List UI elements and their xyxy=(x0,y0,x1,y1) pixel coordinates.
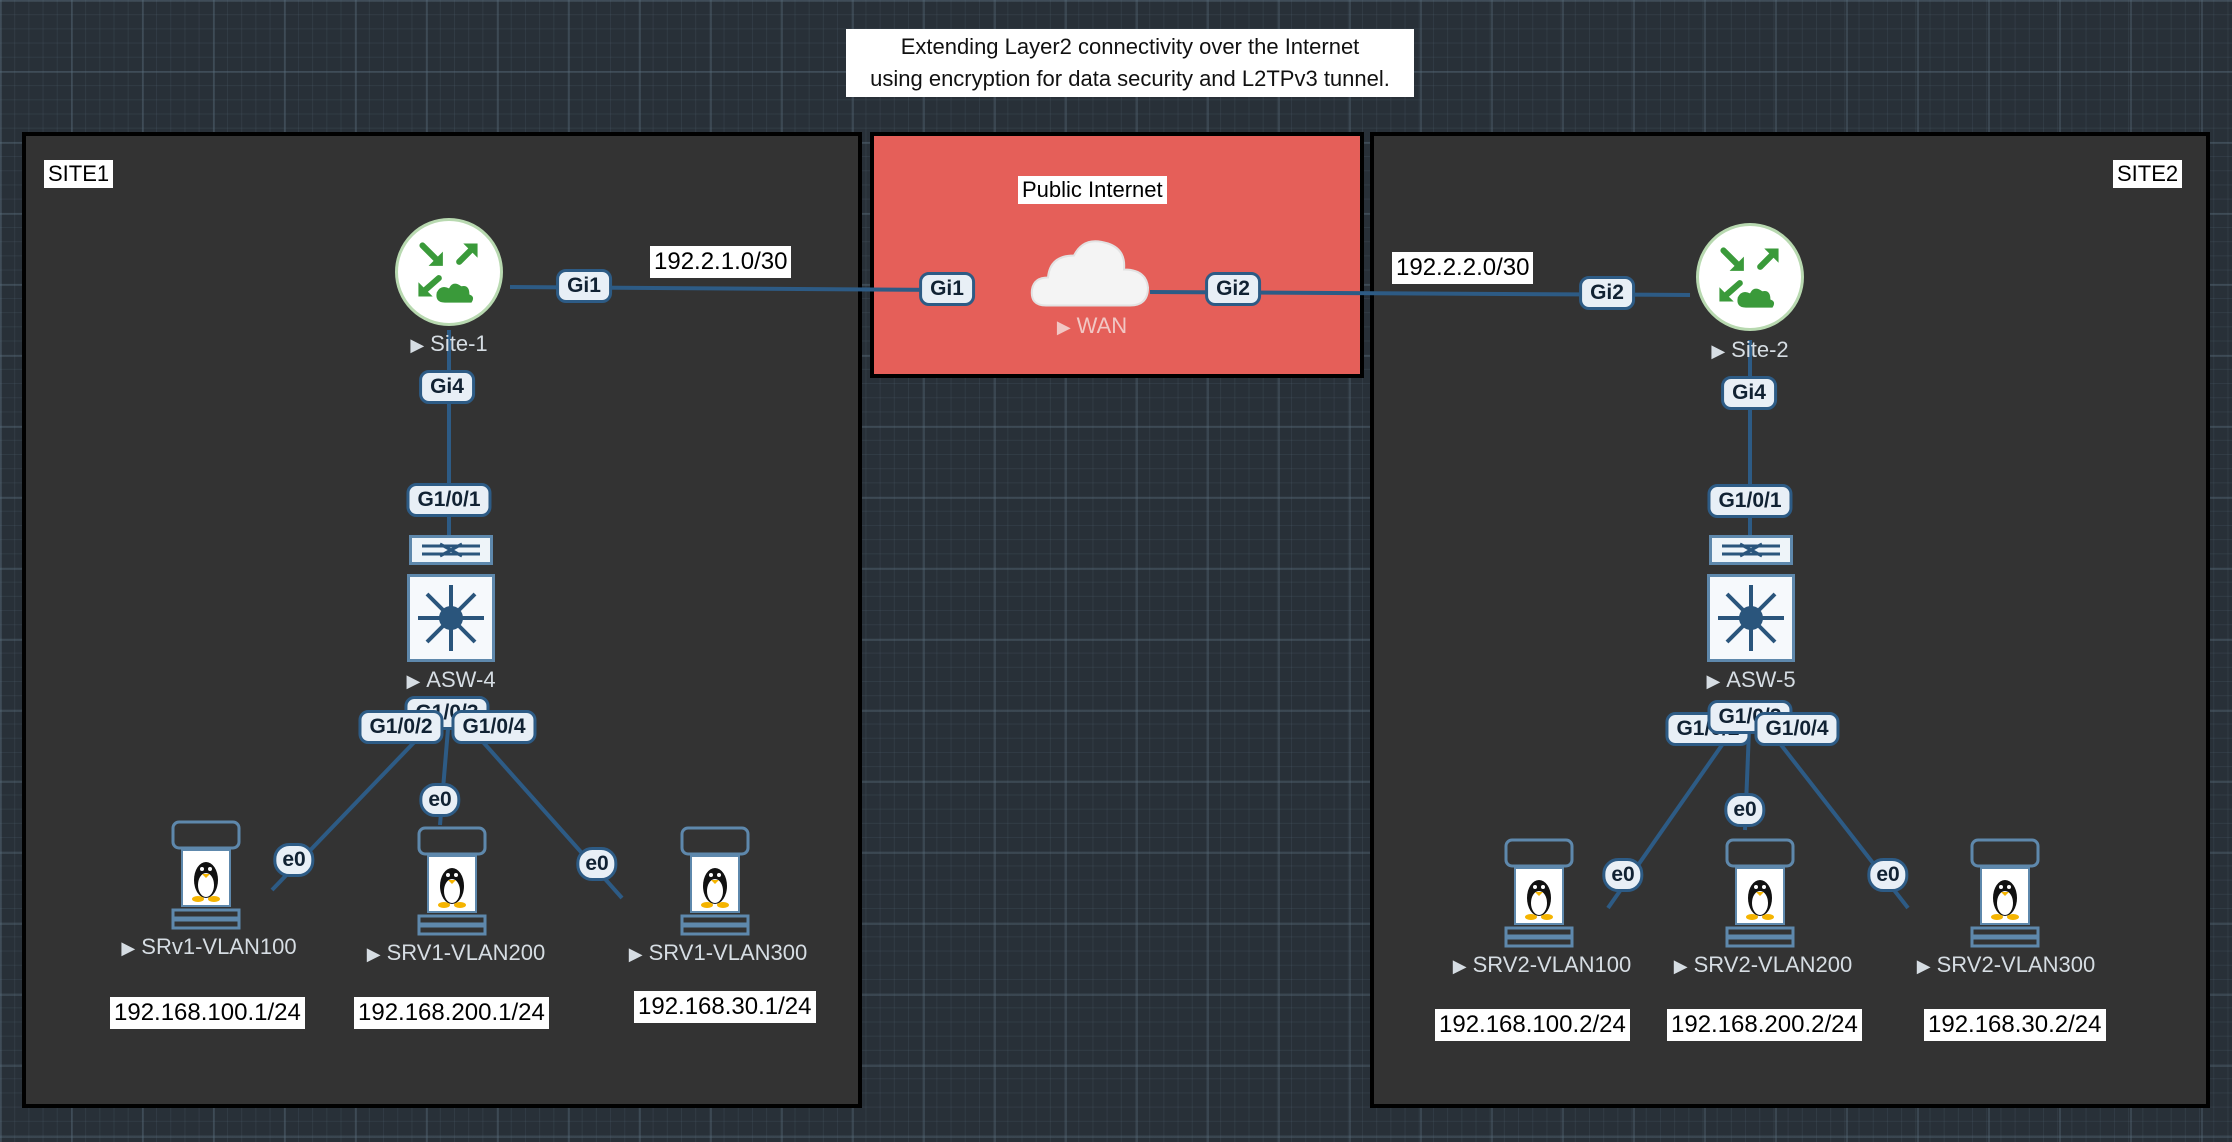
srv2-vlan300-server[interactable] xyxy=(1969,838,2041,950)
wan-cloud[interactable] xyxy=(1028,236,1152,317)
port-srv1-vlan200-e0[interactable]: e0 xyxy=(419,783,461,817)
srv2-vlan200-server[interactable] xyxy=(1724,838,1796,950)
linux-server-icon xyxy=(171,820,241,930)
port-srv2-vlan100-e0[interactable]: e0 xyxy=(1602,858,1644,892)
port-asw5-g1-0-4[interactable]: G1/0/4 xyxy=(1754,712,1840,746)
site1-label: SITE1 xyxy=(44,160,114,188)
srv1-vlan100-ip: 192.168.100.1/24 xyxy=(110,997,305,1029)
asw5-stack-icon xyxy=(1709,535,1793,565)
port-site1-gi4[interactable]: Gi4 xyxy=(419,370,475,404)
port-asw4-g1-0-1[interactable]: G1/0/1 xyxy=(406,483,492,517)
srv1-vlan200-label: ▶SRV1-VLAN200 xyxy=(366,940,546,965)
srv1-vlan300-ip: 192.168.30.1/24 xyxy=(634,991,816,1023)
srv2-vlan100-label: ▶SRV2-VLAN100 xyxy=(1452,952,1632,977)
srv2-vlan100-server[interactable] xyxy=(1503,838,1575,950)
cloud-icon xyxy=(1030,240,1150,307)
port-asw5-g1-0-1[interactable]: G1/0/1 xyxy=(1707,484,1793,518)
diagram-title: Extending Layer2 connectivity over the I… xyxy=(846,29,1414,97)
site2-wan-subnet: 192.2.2.0/30 xyxy=(1392,252,1534,284)
site2-label: SITE2 xyxy=(2113,160,2183,188)
port-asw4-g1-0-2[interactable]: G1/0/2 xyxy=(358,710,444,744)
port-wan-gi1[interactable]: Gi1 xyxy=(919,272,975,306)
port-srv1-vlan300-e0[interactable]: e0 xyxy=(576,847,618,881)
asw4-stack-icon xyxy=(409,535,493,565)
port-wan-gi2[interactable]: Gi2 xyxy=(1205,272,1261,306)
asw4-label: ▶ASW-4 xyxy=(406,667,496,692)
srv1-vlan100-server[interactable] xyxy=(170,820,242,932)
srv1-vlan300-label: ▶SRV1-VLAN300 xyxy=(628,940,808,965)
linux-server-icon xyxy=(1725,838,1795,948)
srv1-vlan300-server[interactable] xyxy=(679,826,751,938)
srv2-vlan300-ip: 192.168.30.2/24 xyxy=(1924,1009,2106,1041)
linux-server-icon xyxy=(1970,838,2040,948)
asw4-switch[interactable] xyxy=(407,574,495,662)
router-icon xyxy=(1719,247,1779,308)
srv1-vlan100-label: ▶SRv1-VLAN100 xyxy=(121,934,297,959)
port-asw4-g1-0-4[interactable]: G1/0/4 xyxy=(451,710,537,744)
router-icon xyxy=(418,242,478,303)
switch-icon xyxy=(1718,585,1784,651)
site1-router-label: ▶Site-1 xyxy=(410,331,488,356)
title-line-1: Extending Layer2 connectivity over the I… xyxy=(900,34,1360,59)
srv1-vlan200-ip: 192.168.200.1/24 xyxy=(354,997,549,1029)
port-srv2-vlan200-e0[interactable]: e0 xyxy=(1724,793,1766,827)
asw5-switch[interactable] xyxy=(1707,574,1795,662)
title-line-2: using encryption for data security and L… xyxy=(870,66,1390,91)
linux-server-icon xyxy=(1504,838,1574,948)
site2-router[interactable] xyxy=(1696,223,1804,331)
port-srv2-vlan300-e0[interactable]: e0 xyxy=(1867,858,1909,892)
site1-wan-subnet: 192.2.1.0/30 xyxy=(650,246,792,278)
asw5-label: ▶ASW-5 xyxy=(1706,667,1796,692)
port-site2-gi2[interactable]: Gi2 xyxy=(1579,276,1635,310)
public-internet-label: Public Internet xyxy=(1018,176,1167,204)
port-srv1-vlan100-e0[interactable]: e0 xyxy=(273,843,315,877)
srv2-vlan100-ip: 192.168.100.2/24 xyxy=(1435,1009,1630,1041)
site2-router-label: ▶Site-2 xyxy=(1711,337,1789,362)
srv2-vlan300-label: ▶SRV2-VLAN300 xyxy=(1916,952,2096,977)
srv2-vlan200-label: ▶SRV2-VLAN200 xyxy=(1673,952,1853,977)
srv2-vlan200-ip: 192.168.200.2/24 xyxy=(1667,1009,1862,1041)
site1-router[interactable] xyxy=(395,218,503,326)
port-site1-gi1[interactable]: Gi1 xyxy=(556,269,612,303)
switch-icon xyxy=(418,585,484,651)
wan-label: ▶WAN xyxy=(1056,313,1128,338)
port-site2-gi4[interactable]: Gi4 xyxy=(1721,376,1777,410)
linux-server-icon xyxy=(680,826,750,936)
srv1-vlan200-server[interactable] xyxy=(416,826,488,938)
linux-server-icon xyxy=(417,826,487,936)
